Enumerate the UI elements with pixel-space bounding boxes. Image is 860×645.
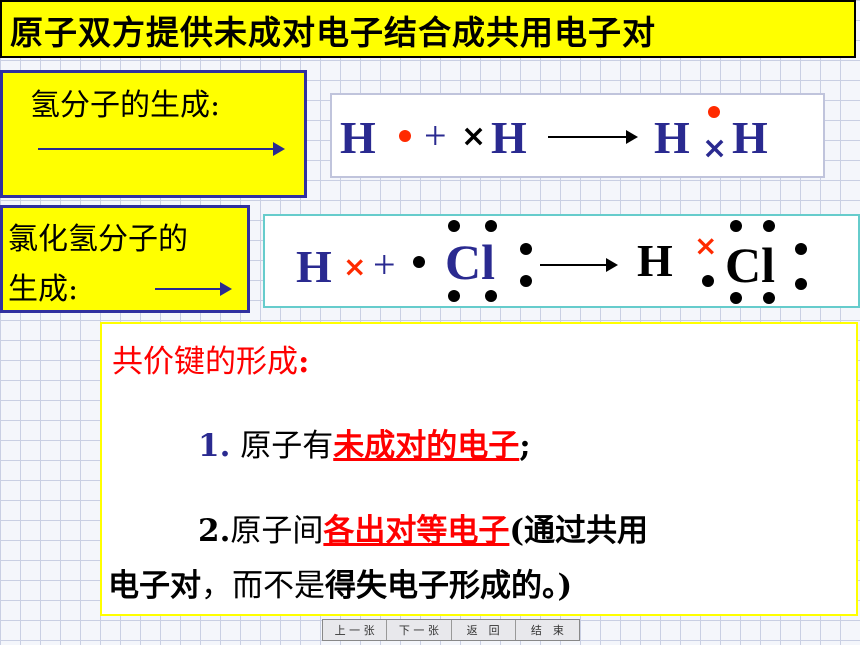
h2-shared-cross: × bbox=[702, 131, 728, 166]
item2-number: 2. bbox=[198, 513, 231, 549]
hcl-plus: + bbox=[373, 242, 396, 287]
item1-end: ; bbox=[519, 428, 531, 464]
cl-electron-dot-left bbox=[413, 256, 425, 268]
covalent-item-1: 1. 原子有未成对的电子; bbox=[198, 420, 531, 465]
title-bar bbox=[0, 0, 856, 58]
item2-paren: (通过 bbox=[509, 513, 587, 549]
hcl-cl-dot-right2 bbox=[795, 278, 807, 290]
hcl-product-cl: Cl bbox=[725, 237, 775, 293]
h2-label-arrow bbox=[38, 142, 285, 156]
h2-reactant-h1: H bbox=[340, 112, 376, 163]
hcl-shared-cross: × bbox=[694, 229, 718, 262]
covalent-bond-box bbox=[100, 322, 858, 616]
hcl-label-arrow bbox=[155, 282, 232, 296]
hcl-h-electron-cross: × bbox=[343, 250, 367, 283]
covalent-heading-colon: : bbox=[298, 344, 310, 380]
hcl-reactant-h: H bbox=[296, 241, 332, 292]
line3-text1: ，而不是 bbox=[201, 568, 325, 604]
item2-bold-shared: 共用 bbox=[586, 513, 649, 549]
covalent-heading-text: 共价键的形成 bbox=[112, 344, 298, 380]
h2-reactant-h2: H bbox=[491, 112, 527, 163]
cl-electron-dot-bottom2 bbox=[485, 290, 497, 302]
hcl-cl-dot-top1 bbox=[730, 220, 742, 232]
slide-title: 原子双方提供未成对电子结合成共用电子对 bbox=[10, 13, 656, 52]
hcl-reactant-cl: Cl bbox=[445, 234, 495, 290]
covalent-heading: 共价键的形成: bbox=[112, 336, 309, 381]
cl-electron-dot-top2 bbox=[485, 220, 497, 232]
h2-electron-dot bbox=[399, 130, 411, 142]
hcl-label-line2: 生成: bbox=[8, 272, 79, 307]
hcl-shared-dot bbox=[702, 275, 714, 287]
return-button[interactable]: 返 回 bbox=[452, 620, 516, 640]
h2-shared-dot bbox=[708, 106, 720, 118]
h2-electron-cross: × bbox=[461, 119, 487, 154]
line3-bold-gain-lose: 得失电子 bbox=[325, 568, 449, 604]
hcl-equation-box bbox=[263, 214, 860, 308]
line3-bold-pair: 电子对 bbox=[108, 568, 201, 604]
h2-product-h2: H bbox=[732, 112, 768, 163]
hcl-product-h: H bbox=[637, 235, 673, 286]
h2-plus: + bbox=[424, 113, 447, 158]
h2-label-box bbox=[0, 70, 307, 198]
item2-text: 原子间 bbox=[230, 513, 324, 549]
item1-number: 1. bbox=[198, 428, 231, 464]
item1-text: 原子有 bbox=[230, 428, 334, 464]
h2-label: 氢分子的生成: bbox=[30, 88, 221, 123]
h2-reaction-arrow bbox=[548, 130, 638, 144]
hcl-cl-dot-right1 bbox=[795, 243, 807, 255]
next-slide-button[interactable]: 下 一 张 bbox=[387, 620, 452, 640]
item1-highlight: 未成对的电子 bbox=[333, 428, 520, 464]
covalent-item-2: 2.原子间各出对等电子(通过共用 bbox=[198, 505, 648, 550]
item2-highlight: 各出对等电子 bbox=[323, 513, 510, 549]
hcl-cl-dot-top2 bbox=[763, 220, 775, 232]
h2-product-h1: H bbox=[654, 112, 690, 163]
cl-electron-dot-right1 bbox=[520, 243, 532, 255]
hcl-cl-dot-bottom2 bbox=[763, 292, 775, 304]
cl-electron-dot-bottom1 bbox=[448, 290, 460, 302]
prev-slide-button[interactable]: 上 一 张 bbox=[323, 620, 388, 640]
hcl-cl-dot-bottom1 bbox=[730, 292, 742, 304]
hcl-label-box bbox=[0, 205, 250, 313]
hcl-reaction-arrow bbox=[540, 258, 618, 272]
line3-text2: 形成的。) bbox=[449, 568, 573, 604]
slide-nav-bar: 上 一 张 下 一 张 返 回 结 束 bbox=[322, 619, 580, 641]
cl-electron-dot-right2 bbox=[520, 275, 532, 287]
end-button[interactable]: 结 束 bbox=[530, 624, 564, 637]
hcl-label-line1: 氯化氢分子的 bbox=[8, 222, 188, 257]
h2-equation-box bbox=[330, 93, 825, 178]
covalent-item-2-line2: 电子对，而不是得失电子形成的。) bbox=[108, 560, 572, 605]
cl-electron-dot-top1 bbox=[448, 220, 460, 232]
